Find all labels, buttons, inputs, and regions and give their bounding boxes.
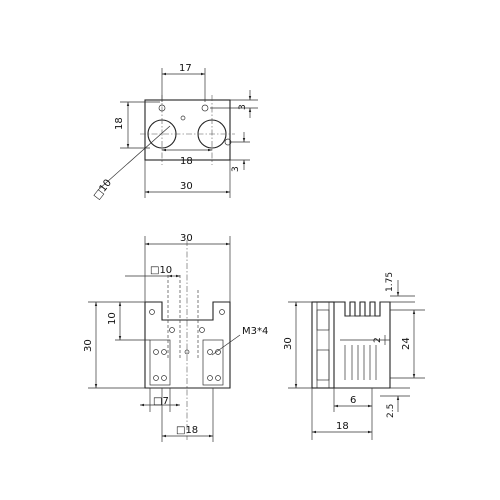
front-dim-square-18: □18 xyxy=(176,425,198,436)
front-dim-10-height: 10 xyxy=(107,312,118,325)
front-hole-6 xyxy=(161,349,167,355)
side-body xyxy=(311,301,335,389)
front-pocket-left xyxy=(149,339,171,386)
side-dim-18: 18 xyxy=(336,421,349,432)
front-hole-5 xyxy=(153,349,159,355)
front-dim-square-7: □7 xyxy=(153,396,169,407)
front-dim-30: 30 xyxy=(180,233,193,244)
front-pocket-right xyxy=(202,339,224,386)
side-window-bottom xyxy=(316,349,330,381)
front-hole-2 xyxy=(219,309,225,315)
top-dim-18-height: 18 xyxy=(114,117,125,130)
front-leader-m3 xyxy=(211,334,241,356)
top-view: 17 3 18 18 3 30 □10 xyxy=(92,63,258,202)
side-window-top xyxy=(316,309,330,331)
side-fin-profile xyxy=(334,301,391,389)
front-hole-9 xyxy=(153,375,159,381)
front-dim-square-10: □10 xyxy=(150,265,172,276)
top-view-outline xyxy=(144,99,231,161)
side-fins xyxy=(334,301,391,389)
side-dim-30: 30 xyxy=(283,337,294,350)
front-hole-11 xyxy=(207,375,213,381)
front-hole-7 xyxy=(207,349,213,355)
top-small-hole-center xyxy=(180,115,186,121)
top-dim-square-10: □10 xyxy=(92,178,114,202)
side-dim-6: 6 xyxy=(350,395,356,406)
front-hole-4 xyxy=(199,327,205,333)
front-view-outline xyxy=(144,301,231,389)
side-fin-lower xyxy=(344,345,377,380)
front-hole-10 xyxy=(161,375,167,381)
front-view: 30 □10 10 30 M3*4 □7 □18 xyxy=(83,233,268,442)
side-dim-1-75: 1.75 xyxy=(385,272,395,292)
top-dim-17: 17 xyxy=(179,63,192,74)
top-dim-30: 30 xyxy=(180,181,193,192)
front-dim-30-height: 30 xyxy=(83,339,94,352)
front-hole-8 xyxy=(215,349,221,355)
front-hole-13 xyxy=(184,349,190,355)
front-dim-thread: M3*4 xyxy=(242,326,268,337)
front-hole-1 xyxy=(149,309,155,315)
front-hole-3 xyxy=(169,327,175,333)
top-small-hole-right xyxy=(201,104,209,112)
side-dim-2-5: 2.5 xyxy=(386,404,396,418)
top-dim-3-bottom: 3 xyxy=(231,166,241,172)
top-leader-10 xyxy=(97,125,171,191)
front-hole-12 xyxy=(215,375,221,381)
top-dim-3-top: 3 xyxy=(238,104,248,110)
side-dim-2: 2 xyxy=(373,337,383,343)
side-dim-24: 24 xyxy=(401,337,412,350)
side-view: 1.75 30 24 2 6 2.5 18 xyxy=(283,272,425,440)
top-dim-18-pitch: 18 xyxy=(180,156,193,167)
